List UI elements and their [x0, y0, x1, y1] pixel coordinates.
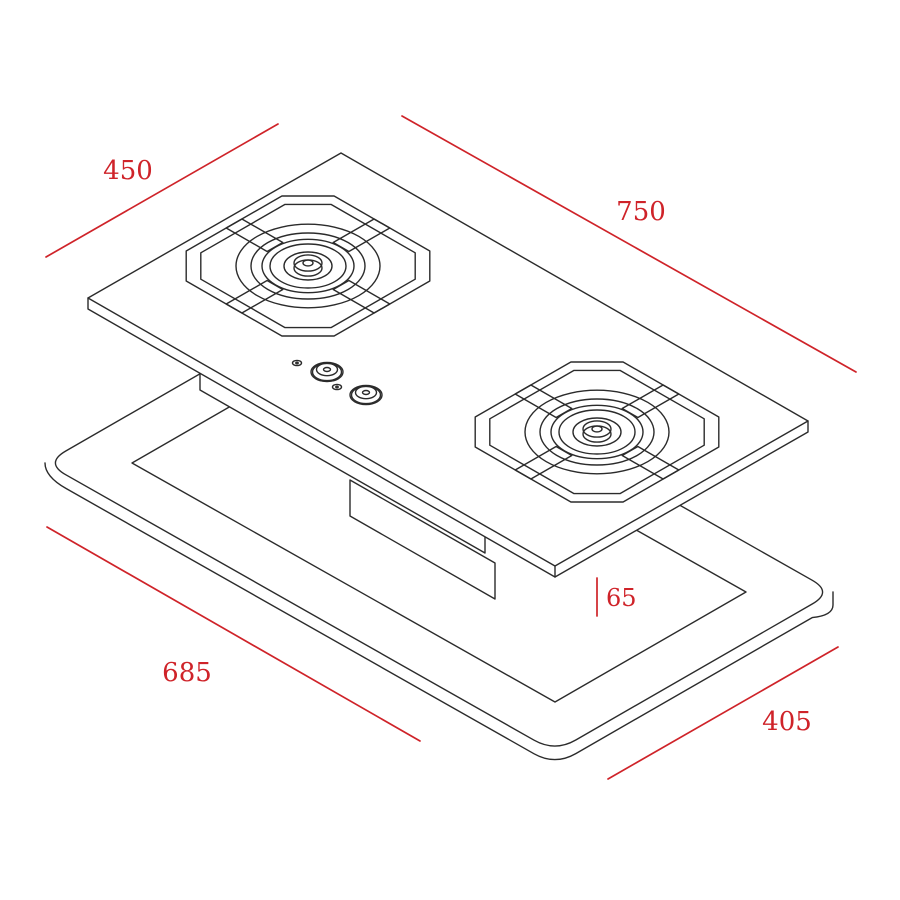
dimension-lines — [45, 115, 857, 780]
dimension-line-750 — [401, 115, 857, 373]
dimension-line-685 — [46, 526, 421, 742]
dimension-label-750: 750 — [616, 197, 666, 227]
dimension-line-450 — [45, 123, 279, 258]
dimension-labels: 450 750 685 405 65 — [103, 156, 812, 737]
hob-top — [87, 152, 809, 578]
line-art — [44, 152, 834, 761]
dimension-label-685: 685 — [162, 658, 212, 688]
dimension-line-405 — [607, 646, 839, 780]
dimension-label-65: 65 — [606, 584, 637, 612]
underbody-burner-box — [349, 479, 496, 600]
dimension-label-450: 450 — [103, 156, 153, 186]
hob-silhouette — [87, 152, 809, 578]
frame-thickness-edge — [44, 462, 834, 761]
dimension-label-405: 405 — [762, 707, 812, 737]
